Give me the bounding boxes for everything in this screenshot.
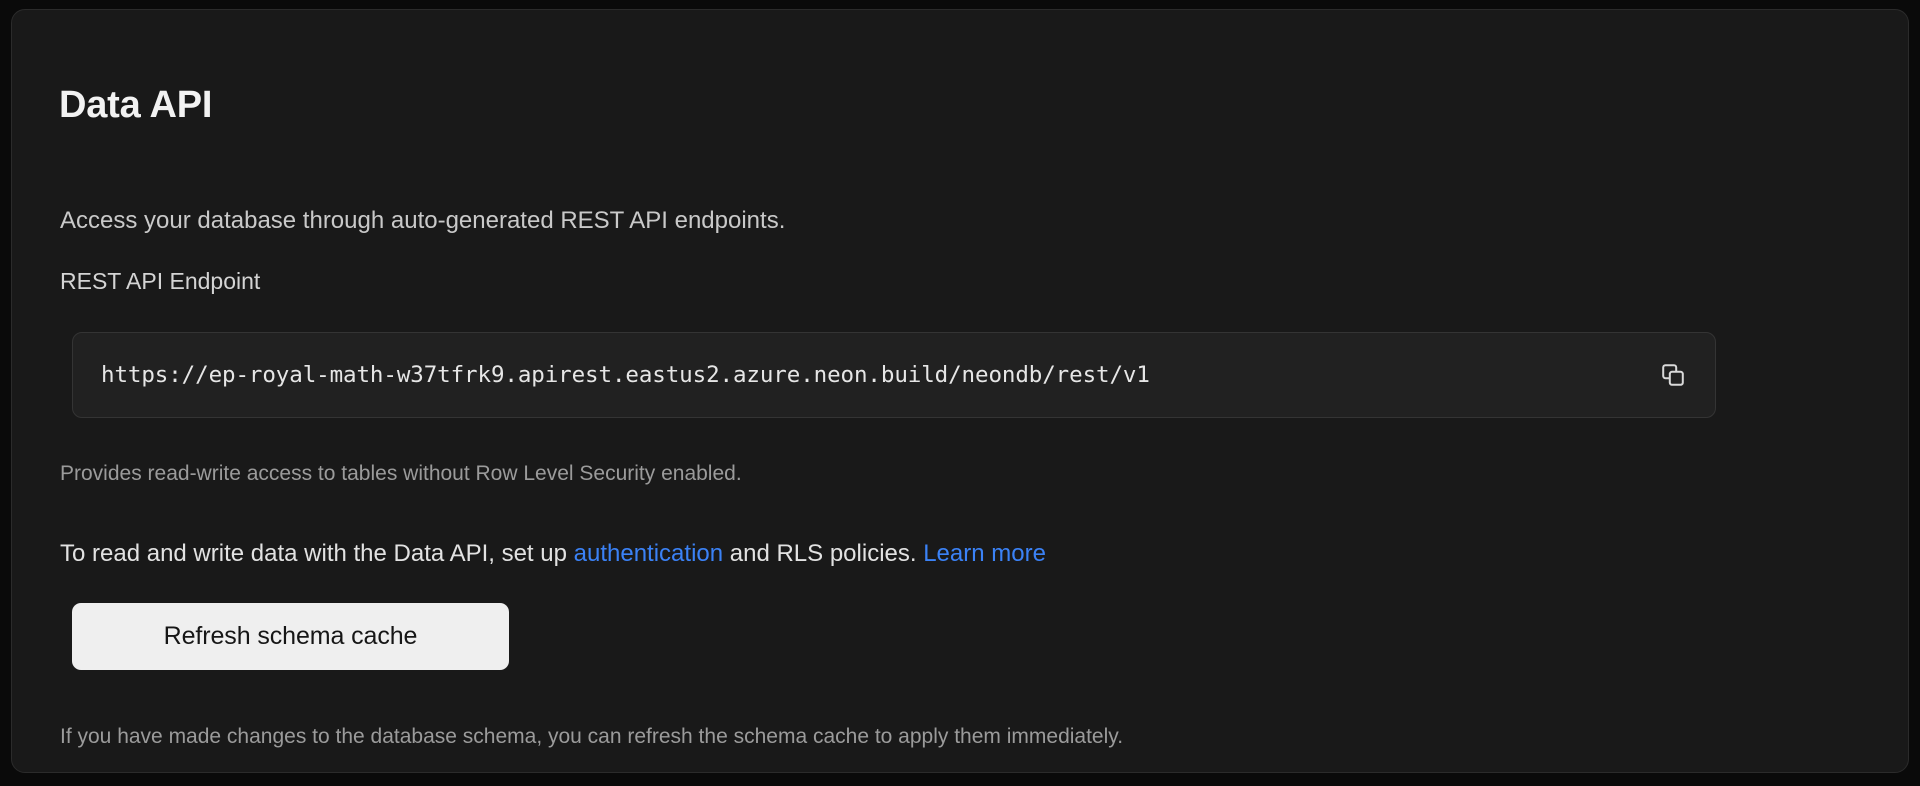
copy-endpoint-button[interactable] <box>1647 349 1699 401</box>
info-text-before: To read and write data with the Data API… <box>60 540 574 567</box>
endpoint-hint: Provides read-write access to tables wit… <box>60 462 742 485</box>
card-description: Access your database through auto-genera… <box>60 207 786 234</box>
copy-icon <box>1660 362 1686 388</box>
rls-info-line: To read and write data with the Data API… <box>60 538 1046 570</box>
info-text-between: and RLS policies. <box>723 540 924 567</box>
authentication-link[interactable]: authentication <box>573 540 724 567</box>
endpoint-input[interactable] <box>101 362 1647 388</box>
rest-api-endpoint-label: REST API Endpoint <box>60 268 261 294</box>
learn-more-link[interactable]: Learn more <box>923 540 1046 567</box>
refresh-schema-cache-button[interactable]: Refresh schema cache <box>72 603 509 670</box>
endpoint-field <box>72 332 1716 418</box>
refresh-schema-cache-hint: If you have made changes to the database… <box>60 725 1124 748</box>
page-title: Data API <box>59 84 213 127</box>
data-api-card: Data API Access your database through au… <box>11 9 1909 773</box>
